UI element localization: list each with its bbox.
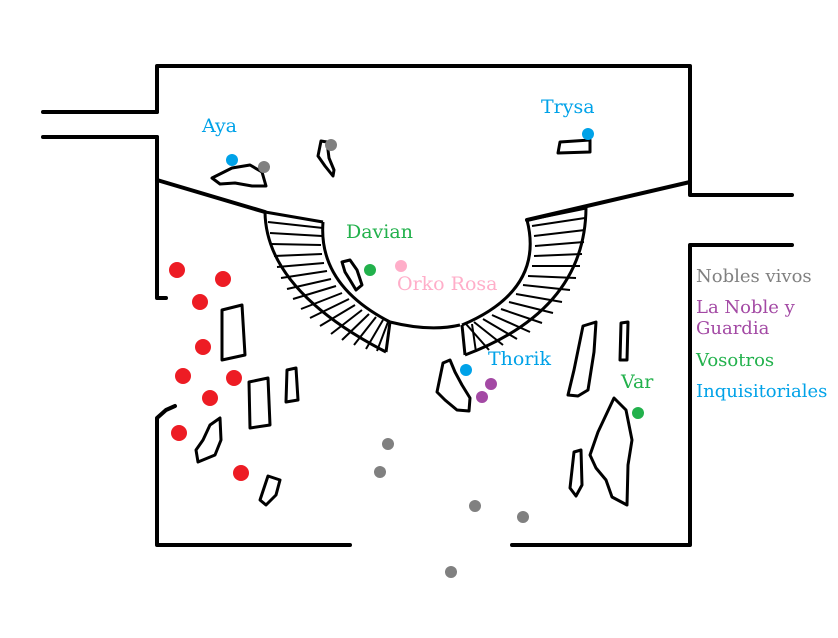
- stair-outer-right: [464, 207, 588, 357]
- divider-left: [155, 178, 267, 214]
- label-orko-rosa: Orko Rosa: [397, 273, 498, 295]
- noble-marker: [469, 500, 481, 512]
- label-trysa: Trysa: [541, 96, 595, 118]
- enemy-marker: [169, 262, 185, 278]
- enemy-marker: [175, 368, 191, 384]
- label-var: Var: [621, 371, 654, 393]
- rock: [566, 320, 598, 398]
- rock: [588, 396, 634, 507]
- label-aya: Aya: [202, 115, 238, 137]
- stair-steps: [267, 217, 586, 353]
- noble-guard-markers: [476, 378, 497, 403]
- var-marker: [632, 407, 644, 419]
- rock: [435, 358, 472, 413]
- noble-marker: [374, 466, 386, 478]
- rock: [568, 448, 584, 498]
- upper-room-wall: [155, 64, 794, 197]
- room-walls: [41, 64, 794, 547]
- stair-inner-right: [461, 219, 532, 327]
- rock: [247, 376, 272, 430]
- legend: Nobles vivos La Noble y Guardia Vosotros…: [696, 266, 827, 402]
- stair-bottom-right: [460, 324, 467, 356]
- trysa-marker: [582, 128, 594, 140]
- stair-landing: [389, 320, 461, 330]
- rocks: [194, 138, 634, 507]
- rock: [340, 258, 364, 292]
- legend-inquisitors: Inquisitoriales: [696, 380, 828, 402]
- thorik-marker: [460, 364, 472, 376]
- left-wall-lower: [155, 404, 352, 547]
- noble-marker: [325, 139, 337, 151]
- label-thorik: Thorik: [488, 348, 552, 370]
- rock: [618, 320, 630, 362]
- character-markers: [226, 128, 644, 419]
- orko-rosa-marker: [395, 260, 407, 272]
- noble-guard-marker: [476, 391, 488, 403]
- davian-marker: [364, 264, 376, 276]
- stair-bottom-left: [384, 321, 392, 353]
- rock: [194, 416, 223, 464]
- noble-markers: [258, 139, 529, 578]
- legend-party: Vosotros: [696, 349, 775, 371]
- legend-noble-guard-line2: Guardia: [696, 318, 770, 340]
- noble-marker: [445, 566, 457, 578]
- rock: [220, 303, 247, 362]
- stair-top-left: [264, 210, 324, 224]
- label-davian: Davian: [346, 221, 413, 243]
- enemy-marker: [171, 425, 187, 441]
- enemy-marker: [202, 390, 218, 406]
- staircase: [263, 206, 588, 357]
- enemy-markers: [169, 262, 249, 481]
- stair-top-right: [526, 206, 587, 222]
- noble-marker: [258, 161, 270, 173]
- rock: [284, 366, 300, 404]
- stair-inner-left: [321, 221, 391, 324]
- enemy-marker: [226, 370, 242, 386]
- enemy-marker: [192, 294, 208, 310]
- legend-noble-guard-line1: La Noble y: [696, 297, 795, 319]
- noble-marker: [517, 511, 529, 523]
- enemy-marker: [215, 271, 231, 287]
- noble-guard-marker: [485, 378, 497, 390]
- legend-nobles: Nobles vivos: [696, 266, 812, 287]
- rock: [258, 474, 282, 507]
- right-wall: [510, 243, 794, 547]
- left-wall-upper: [155, 178, 168, 300]
- noble-marker: [382, 438, 394, 450]
- enemy-marker: [195, 339, 211, 355]
- enemy-marker: [233, 465, 249, 481]
- aya-marker: [226, 154, 238, 166]
- rock: [210, 163, 268, 188]
- rock: [556, 138, 592, 155]
